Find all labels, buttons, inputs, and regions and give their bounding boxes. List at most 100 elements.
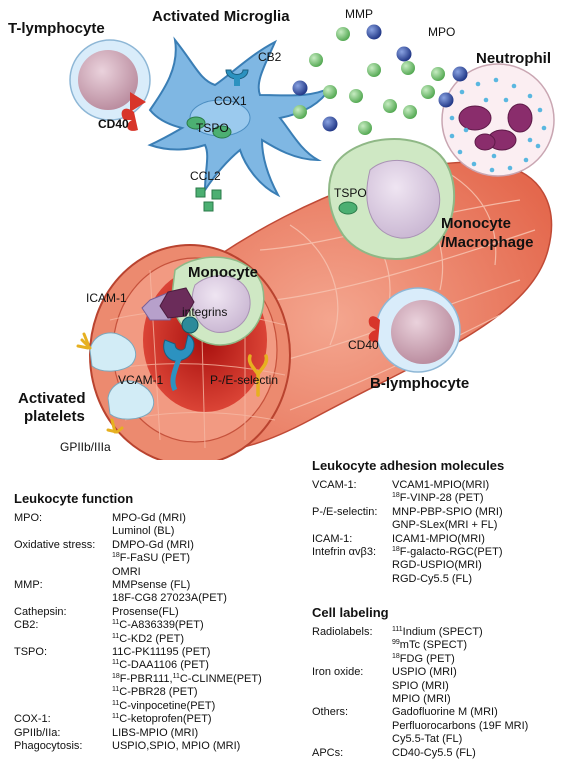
row-key: [312, 492, 392, 505]
row-key: [14, 525, 112, 538]
tspo-microglia-label: TSPO: [196, 121, 229, 135]
cell-labeling-title: Cell labeling: [312, 605, 389, 620]
granule: [457, 149, 463, 155]
neutrophil-label: Neutrophil: [476, 50, 551, 67]
row-value: 11C-vinpocetine(PET): [112, 699, 216, 712]
monocyte-macrophage-label: Monocyte: [441, 215, 512, 232]
monocyte-macrophage-label-2: /Macrophage: [441, 234, 534, 251]
row-value: 18FDG (PET): [392, 652, 455, 665]
row-key: [14, 686, 112, 699]
activated-microglia-label: Activated Microglia: [152, 8, 290, 25]
b-lymphocyte-cell: [368, 287, 461, 373]
panel-row: Oxidative stress:DMPO-Gd (MRI): [14, 539, 304, 552]
cell-labeling-panel: Cell labeling Radiolabels:111Indium (SPE…: [312, 605, 562, 760]
row-value: 18F-FaSU (PET): [112, 552, 191, 565]
panel-row: Others:Gadofluorine M (MRI): [312, 706, 562, 719]
mmp-label: MMP: [345, 7, 373, 21]
granule: [471, 161, 477, 167]
row-key: [14, 566, 112, 579]
adhesion-title: Leukocyte adhesion molecules: [312, 458, 505, 473]
mmp-particle: [323, 85, 337, 99]
mpo-label: MPO: [428, 25, 456, 39]
pe-selectin-receptor: [247, 354, 269, 397]
panel-row: 18F-VINP-28 (PET): [312, 492, 562, 505]
row-value: MPIO (MRI): [392, 693, 451, 706]
panel-row: Radiolabels:111Indium (SPECT): [312, 626, 562, 639]
row-key: ICAM-1:: [312, 532, 353, 545]
panel-row: COX-1:11C-ketoprofen(PET): [14, 713, 304, 726]
mmp-particle: [383, 99, 397, 113]
row-value: 111Indium (SPECT): [392, 626, 483, 638]
row-value: SPIO (MRI): [392, 679, 449, 692]
panel-row: Cy5.5-Tat (FL): [312, 733, 562, 746]
mpo-particle: [452, 66, 468, 82]
activated-platelets: [76, 332, 155, 434]
row-value: VCAM1-MPIO(MRI): [392, 479, 490, 491]
mmp-particle: [431, 67, 445, 81]
granule: [535, 143, 541, 149]
b-lymphocyte-label: B-lymphocyte: [370, 375, 470, 392]
row-value: 11C-PBR28 (PET): [112, 686, 198, 699]
row-value: 18F-VINP-28 (PET): [392, 492, 484, 505]
row-key: [312, 519, 392, 532]
row-value: RGD-Cy5.5 (FL): [392, 572, 473, 585]
row-key: [14, 659, 112, 672]
row-key: Phagocytosis:: [14, 739, 83, 752]
row-key: P-/E-selectin:: [312, 505, 378, 518]
row-key: [312, 693, 392, 706]
mmp-particle: [421, 85, 435, 99]
integrins-label: integrins: [182, 305, 228, 319]
row-key: [14, 552, 112, 565]
labeling-rows: Radiolabels:111Indium (SPECT)99mTc (SPEC…: [312, 626, 562, 760]
row-value: Prosense(FL): [112, 605, 179, 618]
row-key: [312, 653, 392, 666]
row-key: TSPO:: [14, 646, 48, 659]
adhesion-panel: Leukocyte adhesion molecules VCAM-1: VCAM…: [312, 458, 562, 586]
panel-row: 11C-DAA1106 (PET): [14, 659, 304, 672]
mpo-particle: [396, 46, 412, 62]
panel-row: Phagocytosis:USPIO,SPIO, MPIO (MRI): [14, 740, 304, 753]
row-key: [312, 720, 392, 733]
panel-row: GPIIb/IIa:LIBS-MPIO (MRI): [14, 727, 304, 740]
panel-row: APCs:CD40-Cy5.5 (FL): [312, 747, 562, 760]
vcam1-label: VCAM-1: [118, 373, 164, 387]
granule: [459, 89, 465, 95]
row-value: MMPsense (FL): [112, 579, 191, 592]
granule: [493, 77, 499, 83]
macrophage-cell: [328, 138, 456, 261]
row-key: Cathepsin:: [14, 605, 67, 618]
row-key: Others:: [312, 706, 349, 719]
row-value: 11C-ketoprofen(PET): [112, 713, 212, 726]
row-value: CD40-Cy5.5 (FL): [392, 746, 476, 759]
granule: [511, 83, 517, 89]
panel-row: 11C-KD2 (PET): [14, 633, 304, 646]
mmp-particle: [293, 105, 307, 119]
panel-row: Iron oxide:USPIO (MRI): [312, 666, 562, 679]
granule: [503, 97, 509, 103]
mpo-particle: [366, 24, 382, 40]
row-key: Intefrin αvβ3:: [312, 546, 377, 559]
ccl2-label: CCL2: [190, 169, 221, 183]
panel-row: CB2:11C-A836339(PET): [14, 619, 304, 632]
panel-row: TSPO:11C-PK11195 (PET): [14, 646, 304, 659]
row-key: [14, 633, 112, 646]
row-key: VCAM-1:: [312, 479, 357, 491]
mmp-particle: [401, 61, 415, 75]
row-value: DMPO-Gd (MRI): [112, 538, 194, 551]
granule: [523, 157, 529, 163]
row-value: LIBS-MPIO (MRI): [112, 726, 199, 739]
tspo-mitochondrion: [338, 201, 358, 215]
activated-platelets-label: Activated: [18, 390, 86, 407]
t-lymphocyte-cell: [69, 39, 151, 121]
row-value: 99mTc (SPECT): [392, 639, 468, 652]
row-key: [312, 733, 392, 746]
row-value: ICAM1-MPIO(MRI): [392, 532, 485, 545]
panel-row: SPIO (MRI): [312, 680, 562, 693]
row-value: 11C-A836339(PET): [112, 619, 204, 632]
mpo-particle: [292, 80, 308, 96]
row-key: [312, 559, 392, 572]
row-value: GNP-SLex(MRI + FL): [392, 519, 498, 532]
panel-row: Perfluorocarbons (19F MRI): [312, 720, 562, 733]
granule: [475, 81, 481, 87]
row-key: [312, 639, 392, 652]
